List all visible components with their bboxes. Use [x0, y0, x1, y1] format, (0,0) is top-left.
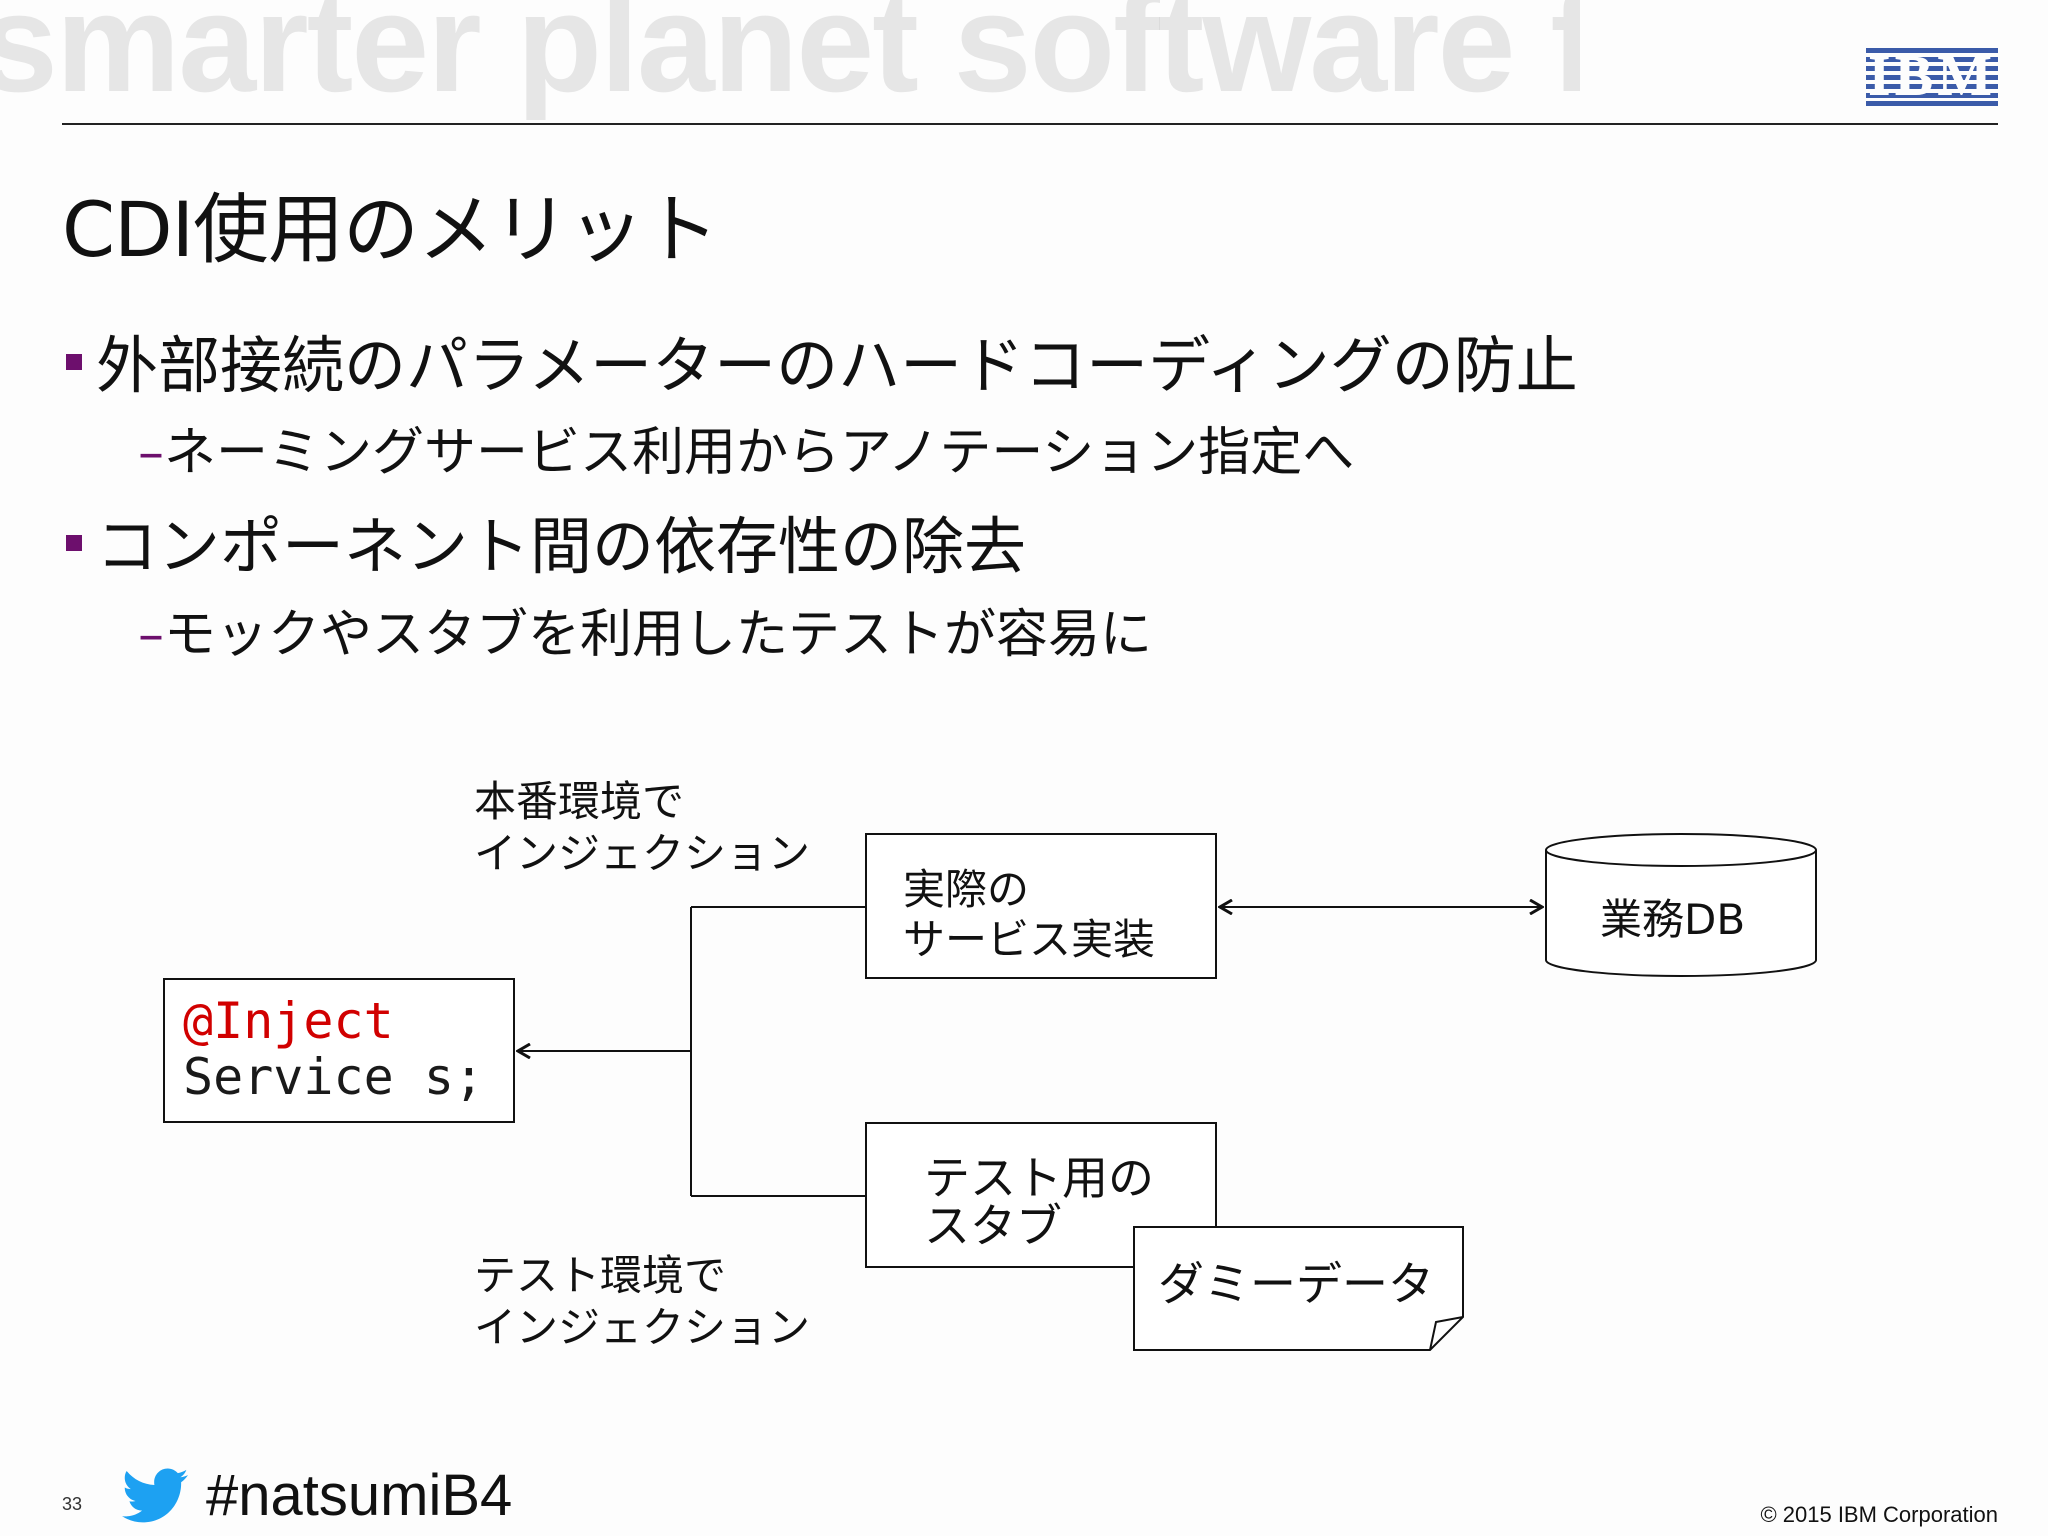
real-service-line-2: サービス実装 [903, 915, 1156, 964]
sub-bullet-2: –モックやスタブを利用したテストが容易に [138, 592, 1152, 667]
sub-bullet-2-text: モックやスタブを利用したテストが容易に [164, 605, 1153, 665]
prod-label-1: 本番環境で [474, 777, 685, 826]
slide-title: CDI使用のメリット [62, 185, 719, 274]
real-service-line-1: 実際の [903, 865, 1030, 914]
test-label-1: テスト環境で [474, 1251, 727, 1300]
inject-box [163, 978, 515, 1123]
dummy-data-fold [1429, 1316, 1464, 1351]
test-label-2: インジェクション [474, 1303, 811, 1352]
page-number: 33 [62, 1494, 83, 1514]
db-cylinder-body [1545, 850, 1817, 977]
sub-bullet-1-text: ネーミングサービス利用からアノテーション指定へ [164, 423, 1355, 483]
bullet-square-icon [66, 353, 82, 370]
inject-declaration: Service s; [183, 1048, 485, 1106]
bullet-square-icon [66, 534, 82, 551]
bullet-1: 外部接続のパラメーターのハードコーディングの防止 [66, 315, 1578, 405]
ibm-logo-text: IBM [1868, 48, 1996, 106]
db-cylinder-top [1545, 833, 1817, 867]
bullet-2-text: コンポーネント間の依存性の除去 [96, 510, 1027, 583]
inject-annotation: @Inject [183, 992, 394, 1050]
bullet-1-text: 外部接続のパラメーターのハードコーディングの防止 [96, 329, 1578, 402]
prod-label-2: インジェクション [474, 829, 811, 878]
bullet-2: コンポーネント間の依存性の除去 [66, 496, 1026, 586]
real-service-box [865, 833, 1217, 979]
dummy-data-box [1133, 1226, 1464, 1351]
db-label: 業務DB [1600, 895, 1746, 944]
header-divider [62, 123, 1998, 125]
dash-icon: – [138, 423, 164, 483]
dash-icon: – [138, 605, 164, 665]
hashtag: #natsumiB4 [206, 1463, 513, 1528]
ibm-logo: IBM [1866, 48, 1998, 106]
copyright: © 2015 IBM Corporation [1760, 1502, 1998, 1527]
sub-bullet-1: –ネーミングサービス利用からアノテーション指定へ [138, 410, 1354, 485]
dummy-data-label: ダミーデータ [1158, 1257, 1434, 1311]
stub-line-2: スタブ [924, 1199, 1062, 1253]
twitter-bird-icon [122, 1468, 188, 1523]
stub-line-1: テスト用の [924, 1151, 1154, 1205]
